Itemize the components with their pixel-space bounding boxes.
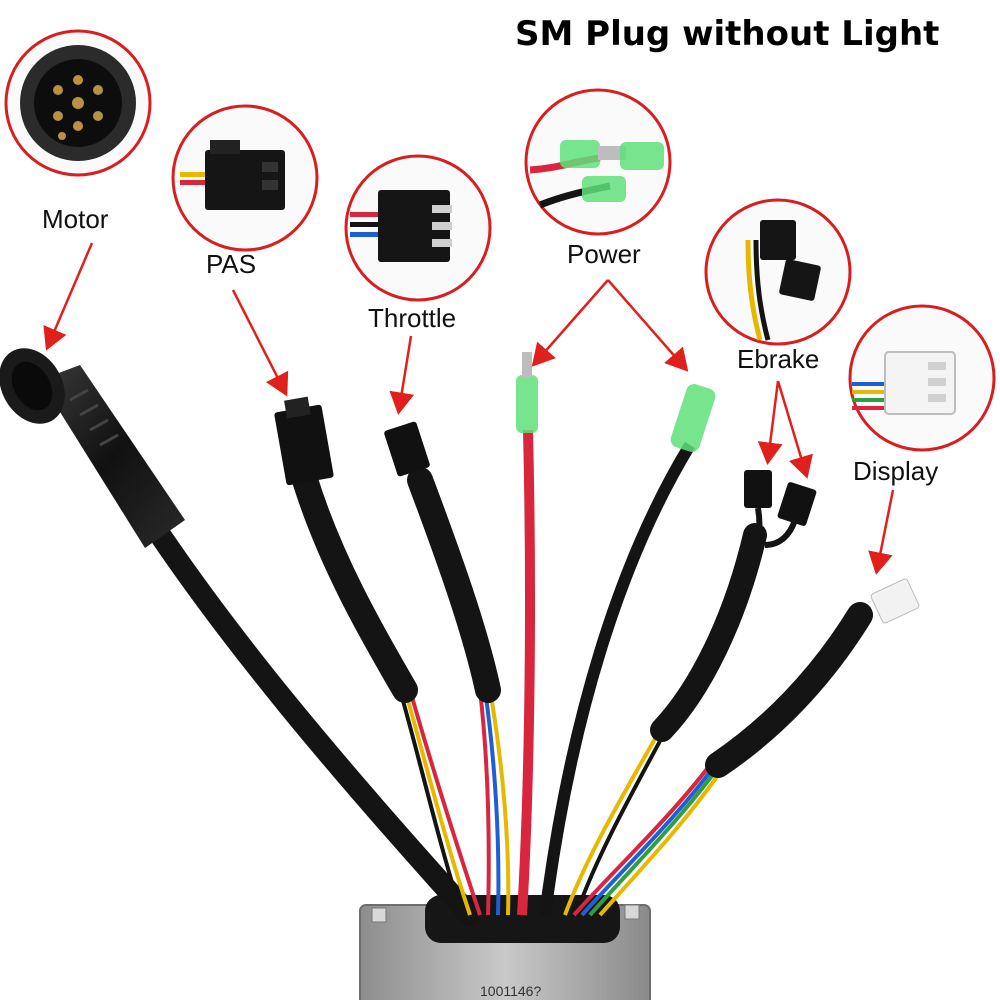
throttle-connector-icon	[344, 154, 492, 302]
throttle-cable	[384, 421, 511, 916]
motor-connector-icon	[4, 29, 152, 177]
power-red-wire	[516, 352, 538, 916]
power-connector-icon	[524, 88, 672, 236]
power-arrow-right	[607, 279, 689, 372]
label-throttle: Throttle	[368, 303, 457, 333]
display-cable	[572, 578, 920, 917]
label-pas: PAS	[206, 249, 257, 279]
motor-cable	[0, 348, 481, 926]
ebrake-connector-icon	[704, 198, 852, 346]
display-arrow	[868, 489, 895, 575]
label-power: Power	[567, 239, 641, 269]
ebrake-arrow-left	[757, 380, 783, 465]
display-connector-icon	[848, 304, 996, 452]
label-display: Display	[853, 456, 939, 486]
motor-arrow	[43, 242, 94, 351]
power-arrow-left	[531, 279, 609, 367]
pas-cable	[274, 396, 482, 916]
controller-serial: 1001146?	[480, 983, 541, 999]
ebrake-cable	[563, 470, 817, 916]
ebrake-arrow-right	[776, 380, 813, 479]
pas-arrow	[231, 289, 289, 397]
label-ebrake: Ebrake	[737, 344, 820, 374]
controller-box: 1001146?	[359, 895, 651, 1005]
page-title: SM Plug without Light	[515, 14, 940, 54]
label-motor: Motor	[42, 204, 109, 234]
pas-connector-icon	[171, 104, 319, 252]
throttle-arrow	[389, 335, 415, 415]
power-black-wire	[539, 384, 716, 916]
